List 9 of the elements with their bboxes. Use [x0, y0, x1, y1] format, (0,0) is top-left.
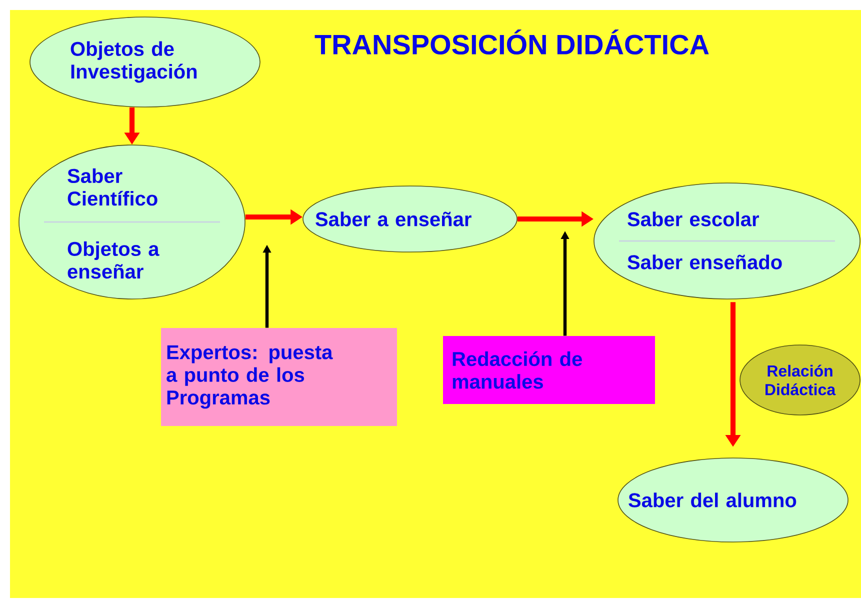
ellipse-node: Objetos de Investigación — [30, 16, 260, 108]
ellipse-node: Saber Científico Objetos a enseñar — [18, 144, 246, 300]
ellipse-node: Saber del alumno — [618, 458, 848, 542]
text-box: Expertos: puesta a punto de los Programas — [161, 328, 397, 426]
title: TRANSPOSICIÓN DIDÁCTICA — [314, 29, 709, 55]
ellipse-node: Saber a enseñar — [302, 186, 518, 252]
text-box: Redacción de manuales — [443, 336, 655, 404]
ellipse-node: Relación Didáctica — [740, 344, 860, 416]
ellipse-node: Saber escolar Saber enseñado — [594, 182, 860, 300]
